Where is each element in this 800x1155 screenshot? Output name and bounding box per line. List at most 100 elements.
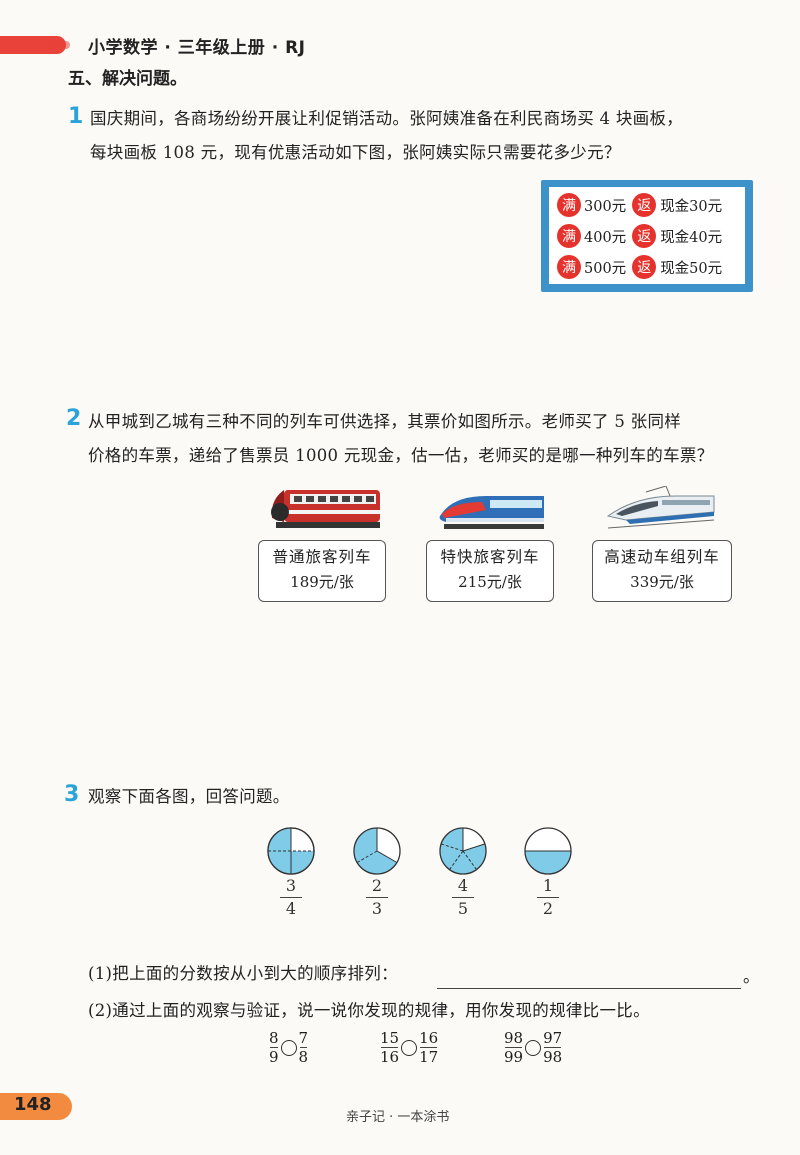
cash-reward: 现金50元 [660,260,723,277]
promotion-row: 满 300元 返 现金30元 [557,191,722,219]
promotion-row: 满 500元 返 现金50元 [557,253,722,281]
page-number-tab [0,1093,72,1120]
fraction-denominator: 17 [419,1048,439,1067]
question-3-number: 3 [64,782,80,807]
fraction-left: 98 99 [504,1029,523,1066]
question-2-line-2: 价格的车票，递给了售票员 1000 元现金，估一估，老师买的是哪一种列车的车票？ [88,446,714,465]
question-1-number: 1 [68,104,84,129]
footer-brand: 亲子记 · 一本涂书 [346,1110,450,1125]
comparison-circle[interactable] [525,1039,542,1056]
sub-question-2: (2)通过上面的观察与验证，说一说你发现的规律，用你发现的规律比一比。 [88,1001,650,1020]
question-1-text: 国庆期间，各商场纷纷开展让利促销活动。张阿姨准备在利民商场买 4 块画板， 每块… [90,102,770,170]
fraction-bar [537,897,559,899]
fraction-denominator: 5 [457,899,469,919]
comparison-item: 98 99 97 98 [504,1029,562,1066]
fraction-right: 7 8 [299,1029,309,1066]
fraction-bar [381,1047,399,1049]
fraction-denominator: 9 [269,1048,279,1067]
man-badge-icon: 满 [557,193,581,217]
circle-two-thirds-shaded [353,827,401,875]
comparison-circle[interactable] [280,1039,297,1056]
threshold-amount: 300元 [584,198,627,215]
promotion-row: 满 400元 返 现金40元 [557,222,722,250]
fraction-left: 15 16 [380,1029,399,1066]
section-title: 五、解决问题。 [68,69,187,89]
fan-badge-icon: 返 [632,224,657,248]
train-ticket-card: 普通旅客列车 189元/张 [258,540,386,602]
fraction-bar [505,1047,523,1049]
cash-reward: 现金40元 [660,229,723,246]
fraction-numerator: 7 [298,1029,309,1047]
book-header-title: 小学数学 · 三年级上册 · RJ [88,38,306,58]
train-ticket-card: 高速动车组列车 339元/张 [592,540,732,602]
fan-badge-icon: 返 [632,193,657,217]
high-speed-train-icon [606,486,715,529]
man-badge-icon: 满 [557,224,581,248]
circle-four-fifths-shaded [439,827,487,875]
fraction-label: 3 4 [276,876,306,919]
fraction-numerator: 98 [504,1029,524,1047]
fan-badge-icon: 返 [632,255,657,279]
comparison-item: 15 16 16 17 [380,1029,438,1066]
fraction-numerator: 16 [419,1029,439,1047]
fraction-denominator: 99 [504,1048,524,1067]
train-name: 高速动车组列车 [604,548,720,566]
fraction-numerator: 97 [543,1029,563,1047]
fraction-bar [299,1047,308,1049]
man-badge-icon: 满 [557,255,581,279]
fraction-numerator: 15 [380,1029,400,1047]
promotion-board-inner: 满 300元 返 现金30元 满 400元 返 现金40元 满 500元 返 现… [549,187,745,284]
fraction-numerator: 3 [285,876,297,895]
fraction-label: 1 2 [533,876,563,919]
question-1-line-1: 国庆期间，各商场纷纷开展让利促销活动。张阿姨准备在利民商场买 4 块画板， [90,109,684,128]
sub-question-1: (1)把上面的分数按从小到大的顺序排列： [88,964,398,983]
header-accent-bar [0,36,66,54]
fraction-bar [544,1047,562,1049]
question-2-text: 从甲城到乙城有三种不同的列车可供选择，其票价如图所示。老师买了 5 张同样 价格… [88,405,778,473]
fraction-numerator: 1 [542,876,554,895]
train-ticket-card: 特快旅客列车 215元/张 [426,540,554,602]
promotion-board: 满 300元 返 现金30元 满 400元 返 现金40元 满 500元 返 现… [541,180,753,292]
threshold-amount: 500元 [584,260,627,277]
fraction-bar [420,1047,438,1049]
comparison-item: 8 9 7 8 [269,1029,308,1066]
train-price: 215元/张 [458,573,522,591]
fraction-label: 2 3 [362,876,392,919]
fraction-right: 97 98 [543,1029,562,1066]
fraction-bar [280,897,302,899]
fraction-denominator: 16 [380,1048,400,1067]
circle-one-half-shaded [524,827,572,875]
fraction-bar [270,1047,278,1049]
header-accent-bar-fade [48,41,70,49]
sub-question-1-end: 。 [743,967,760,986]
fraction-label: 4 5 [448,876,478,919]
threshold-amount: 400元 [584,229,627,246]
train-price: 189元/张 [290,573,354,591]
question-3-text: 观察下面各图，回答问题。 [88,787,290,806]
question-1-line-2: 每块画板 108 元，现有优惠活动如下图，张阿姨实际只需要花多少元？ [90,143,621,162]
fraction-numerator: 4 [457,876,469,895]
train-name: 普通旅客列车 [272,548,372,566]
express-train-icon [439,496,544,529]
question-2-number: 2 [66,406,82,431]
fraction-denominator: 4 [285,899,297,919]
fraction-denominator: 98 [543,1048,563,1067]
comparison-circle[interactable] [401,1039,418,1056]
answer-fill-line[interactable] [437,988,741,989]
fraction-denominator: 3 [371,899,383,919]
cash-reward: 现金30元 [660,198,723,215]
fraction-right: 16 17 [419,1029,438,1066]
train-name: 特快旅客列车 [440,548,540,566]
fraction-denominator: 8 [298,1048,309,1067]
regular-train-icon [271,490,380,528]
question-2-line-1: 从甲城到乙城有三种不同的列车可供选择，其票价如图所示。老师买了 5 张同样 [88,412,682,431]
fraction-numerator: 2 [371,876,383,895]
page-number: 148 [14,1094,52,1115]
fraction-left: 8 9 [269,1029,279,1066]
train-price: 339元/张 [630,573,694,591]
fraction-numerator: 8 [269,1029,279,1047]
circle-three-quarters-shaded [267,827,315,875]
fraction-bar [452,897,474,899]
fraction-denominator: 2 [542,899,554,919]
fraction-bar [366,897,388,899]
